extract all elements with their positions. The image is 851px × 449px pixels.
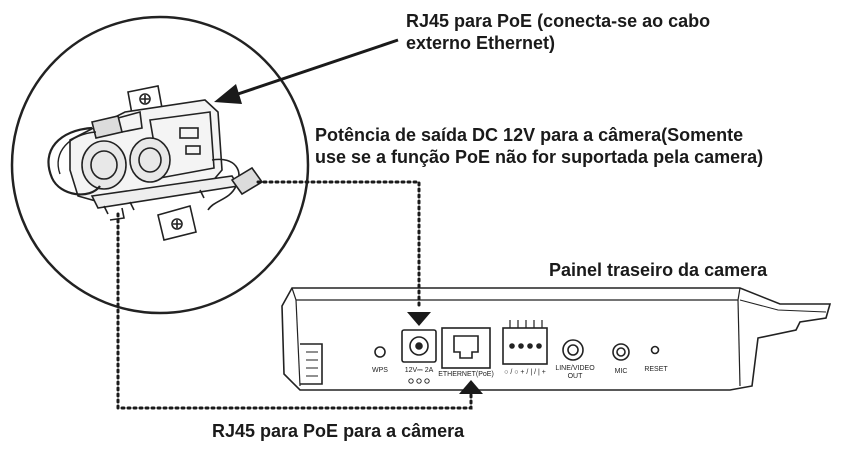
bottom-mount-bracket: [157, 205, 197, 241]
arrow-rj45-to-port: [459, 380, 483, 394]
wps-button: [374, 346, 386, 358]
camera-cable: [47, 126, 101, 196]
label-reset: RESET: [644, 366, 668, 373]
camera-assembly: [47, 85, 264, 241]
label-power: 12V⎓ 2A: [405, 367, 434, 374]
arrow-rj45-external: [214, 38, 399, 104]
bottom-screw-icon: [171, 218, 183, 230]
label-io: ○ / ○ + / | / | +: [504, 369, 546, 376]
label-line-video-1: LINE/VIDEO: [555, 365, 595, 372]
dotted-line-rj45: [116, 212, 473, 410]
power-jack: [401, 329, 437, 363]
callout-dc-output: Potência de saída DC 12V para a câmera(S…: [315, 124, 763, 168]
power-led-icons: [408, 378, 430, 384]
label-ethernet: ETHERNET(PoE): [438, 371, 494, 378]
lens-left: [81, 140, 127, 190]
label-mic: MIC: [615, 368, 628, 375]
io-terminal: [502, 327, 548, 365]
label-wps: WPS: [372, 367, 388, 374]
mic-jack: [612, 343, 630, 361]
label-line-video-2: OUT: [568, 373, 584, 380]
line-video-jack: [562, 339, 584, 361]
top-screw-icon: [139, 93, 151, 105]
callout-rj45-camera: RJ45 para PoE para a câmera: [212, 421, 465, 441]
callout-rear-panel: Painel traseiro da camera: [549, 260, 768, 280]
ethernet-port: [441, 327, 491, 369]
callout-rj45-external: RJ45 para PoE (conecta-se ao cabo extern…: [406, 10, 710, 54]
dotted-line-dc: [256, 180, 421, 308]
reset-button: [650, 345, 660, 355]
callout-rj45-external-line1: RJ45 para PoE (conecta-se ao cabo: [406, 11, 711, 31]
panel-body: [281, 287, 832, 391]
callout-dc-output-line2: use se a função PoE não for suportada pe…: [315, 147, 764, 167]
lens-right: [129, 137, 171, 183]
rear-panel: [281, 287, 832, 391]
dc-connector: [230, 166, 264, 196]
arrow-dc-to-jack: [407, 312, 431, 326]
callout-rj45-external-line2: externo Ethernet): [406, 33, 556, 53]
callout-dc-output-line1: Potência de saída DC 12V para a câmera(S…: [315, 125, 744, 145]
